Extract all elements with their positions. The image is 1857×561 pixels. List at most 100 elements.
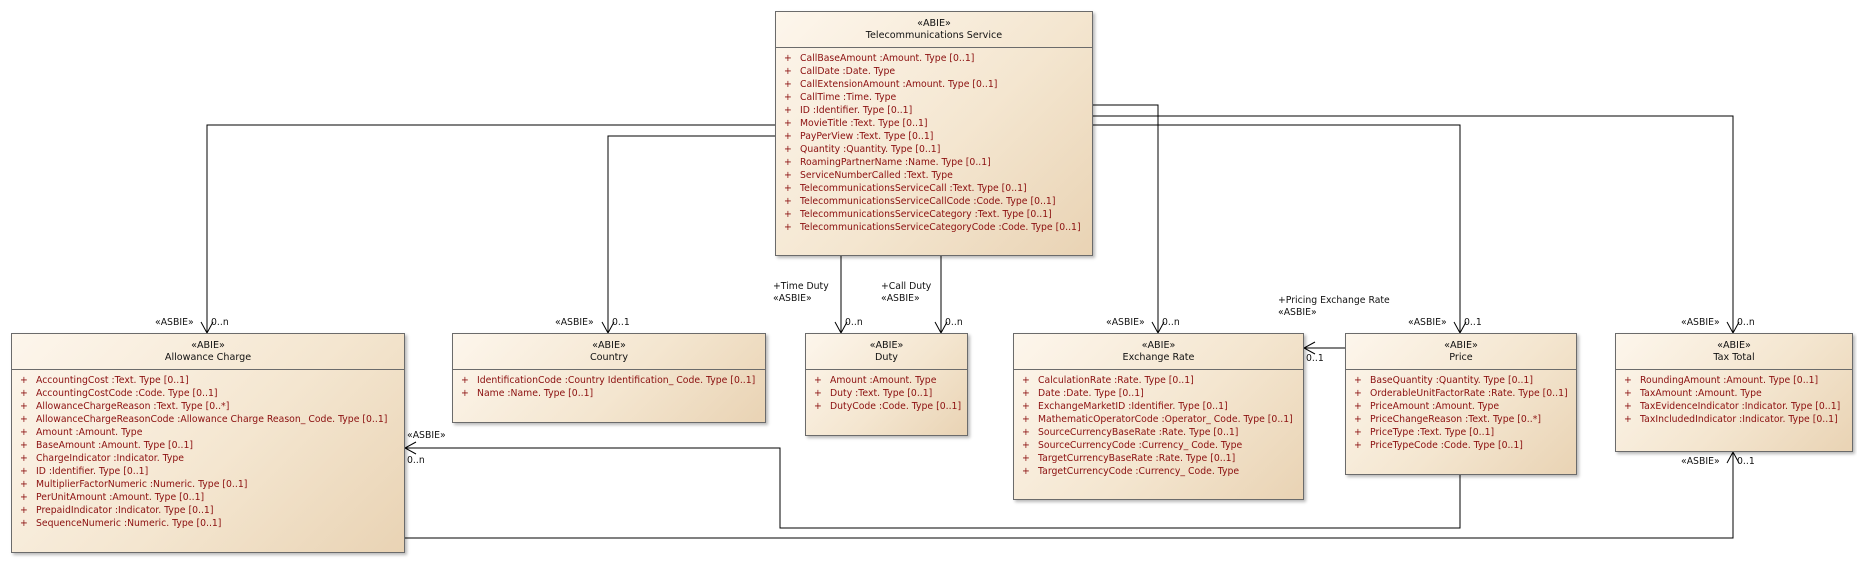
assoc-stereotype-label: «ASBIE» [407,430,446,441]
visibility-marker: + [20,388,28,399]
visibility-marker: + [20,492,28,503]
visibility-marker: + [784,131,792,142]
attribute-row: +TaxIncludedIndicator :Indicator. Type [… [1624,413,1848,426]
visibility-marker: + [1022,466,1030,477]
attribute-list: +CallBaseAmount :Amount. Type [0..1]+Cal… [776,48,1092,238]
attribute-text: AllowanceChargeReasonCode :Allowance Cha… [36,414,388,425]
class-stereotype: «ABIE» [917,18,951,29]
attribute-text: CallBaseAmount :Amount. Type [0..1] [800,53,975,64]
assoc-role-label: +Call Duty [881,281,932,292]
class-header: «ABIE» Allowance Charge [12,334,404,370]
assoc-multiplicity-label: 0..n [211,317,229,328]
attribute-row: +TaxAmount :Amount. Type [1624,387,1848,400]
attribute-text: BaseAmount :Amount. Type [0..1] [36,440,194,451]
visibility-marker: + [784,92,792,103]
visibility-marker: + [1022,440,1030,451]
assoc-stereotype-label: «ASBIE» [1681,456,1720,467]
attribute-row: +PriceType :Text. Type [0..1] [1354,426,1572,439]
visibility-marker: + [784,79,792,90]
class-name: Duty [875,352,898,363]
attribute-row: + AccountingCostCode :Code. Type [0..1] [20,387,400,400]
attribute-text: CallDate :Date. Type [800,66,896,77]
attribute-row: +Amount :Amount. Type [20,426,400,439]
visibility-marker: + [784,118,792,129]
class-name: Country [589,352,629,363]
class-duty[interactable]: «ABIE» Duty +Amount :Amount. Type+Duty :… [805,333,968,436]
class-telecommunications-service[interactable]: «ABIE» Telecommunications Service +CallB… [775,11,1093,256]
visibility-marker: + [20,401,28,412]
attribute-text: AccountingCost :Text. Type [0..1] [36,375,189,386]
attribute-row: +TelecommunicationsServiceCategory :Text… [784,208,1088,221]
visibility-marker: + [784,105,792,116]
attribute-row: +RoundingAmount :Amount. Type [0..1] [1624,374,1848,387]
attribute-row: +MovieTitle :Text. Type [0..1] [784,117,1088,130]
attribute-text: RoamingPartnerName :Name. Type [0..1] [800,157,991,168]
visibility-marker: + [1624,401,1632,412]
assoc-stereotype-label: «ASBIE» [881,293,920,304]
assoc-multiplicity-label: 0..1 [612,317,630,328]
attribute-text: Quantity :Quantity. Type [0..1] [800,144,941,155]
visibility-marker: + [1022,453,1030,464]
visibility-marker: + [784,183,792,194]
visibility-marker: + [20,505,28,516]
attribute-text: PayPerView :Text. Type [0..1] [800,131,934,142]
attribute-text: Amount :Amount. Type [36,427,143,438]
attribute-row: +AllowanceChargeReasonCode :Allowance Ch… [20,413,400,426]
visibility-marker: + [784,66,792,77]
attribute-row: + PayPerView :Text. Type [0..1] [784,130,1088,143]
attribute-row: + BaseQuantity :Quantity. Type [0..1] [1354,374,1572,387]
assoc-role-label: +Pricing Exchange Rate [1278,295,1390,306]
assoc-stereotype-label: «ASBIE» [1681,317,1720,328]
visibility-marker: + [1354,414,1362,425]
visibility-marker: + [20,453,28,464]
attribute-row: +CalculationRate :Rate. Type [0..1] [1022,374,1299,387]
assoc-allowance-taxtotal [405,452,1734,539]
attribute-text: Duty :Text. Type [0..1] [830,388,933,399]
attribute-text: OrderableUnitFactorRate :Rate. Type [0..… [1370,388,1568,399]
attribute-text: AccountingCostCode :Code. Type [0..1] [36,388,218,399]
attribute-list: +IdentificationCode :Country Identificat… [453,370,765,404]
attribute-row: +CallBaseAmount :Amount. Type [0..1] [784,52,1088,65]
class-header: «ABIE» Country [453,334,765,370]
attribute-row: +TargetCurrencyCode :Currency_ Code. Typ… [1022,465,1299,478]
attribute-row: +TelecommunicationsServiceCategoryCode :… [784,221,1088,234]
class-country[interactable]: «ABIE» Country +IdentificationCode :Coun… [452,333,766,423]
attribute-row: +AccountingCost :Text. Type [0..1] [20,374,400,387]
arrowhead [403,441,417,455]
attribute-row: +SourceCurrencyCode :Currency_ Code. Typ… [1022,439,1299,452]
attribute-text: BaseQuantity :Quantity. Type [0..1] [1370,375,1533,386]
attribute-text: ID :Identifier. Type [0..1] [800,105,913,116]
assoc-stereotype-label: «ASBIE» [1278,307,1317,318]
attribute-row: +OrderableUnitFactorRate :Rate. Type [0.… [1354,387,1572,400]
attribute-text: CallTime :Time. Type [800,92,897,103]
attribute-row: +AllowanceChargeReason :Text. Type [0..*… [20,400,400,413]
attribute-row: + PriceTypeCode :Code. Type [0..1] [1354,439,1572,452]
class-allowance-charge[interactable]: «ABIE» Allowance Charge +AccountingCost … [11,333,405,553]
attribute-row: +TelecommunicationsServiceCallCode :Code… [784,195,1088,208]
visibility-marker: + [1354,440,1362,451]
attribute-row: +TaxEvidenceIndicator :Indicator. Type [… [1624,400,1848,413]
assoc-telecom-taxtotal [1093,115,1734,333]
visibility-marker: + [1354,375,1362,386]
class-name: Price [1449,352,1473,363]
visibility-marker: + [784,170,792,181]
class-header: «ABIE» Tax Total [1616,334,1852,370]
attribute-row: +MultiplierFactorNumeric :Numeric. Type … [20,478,400,491]
assoc-multiplicity-label: 0..n [1737,317,1755,328]
visibility-marker: + [814,388,822,399]
assoc-multiplicity-label: 0..n [407,455,425,466]
class-stereotype: «ABIE» [1444,340,1478,351]
class-header: «ABIE» Price [1346,334,1576,370]
attribute-row: + Duty :Text. Type [0..1] [814,387,963,400]
class-tax-total[interactable]: «ABIE» Tax Total +RoundingAmount :Amount… [1615,333,1853,452]
class-exchange-rate[interactable]: «ABIE» Exchange Rate +CalculationRate :R… [1013,333,1304,500]
attribute-text: TelecommunicationsServiceCategoryCode :C… [800,222,1081,233]
attribute-row: +SequenceNumeric :Numeric. Type [0..1] [20,517,400,530]
class-price[interactable]: «ABIE» Price + BaseQuantity :Quantity. Ty… [1345,333,1577,475]
class-header: «ABIE» Exchange Rate [1014,334,1303,370]
attribute-text: TaxIncludedIndicator :Indicator. Type [0… [1640,414,1838,425]
class-stereotype: «ABIE» [1717,340,1751,351]
visibility-marker: + [20,440,28,451]
attribute-row: +PriceAmount :Amount. Type [1354,400,1572,413]
attribute-text: PriceTypeCode :Code. Type [0..1] [1370,440,1523,451]
